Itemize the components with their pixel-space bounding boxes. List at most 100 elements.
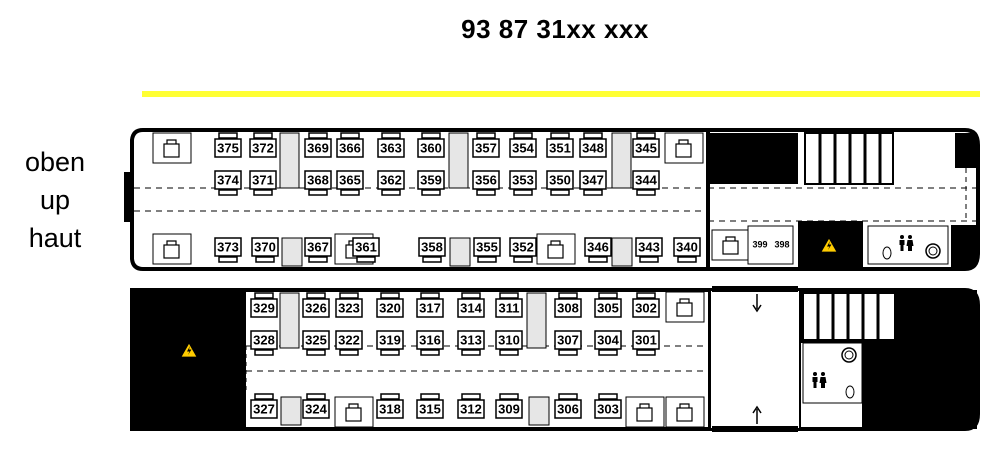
seat-number: 351 <box>549 140 571 155</box>
seat-358[interactable]: 358 <box>418 237 446 263</box>
seat-number: 345 <box>635 140 657 155</box>
seat-367[interactable]: 367 <box>304 237 332 263</box>
seat-number: 327 <box>253 401 275 416</box>
seat-number: 303 <box>597 401 619 416</box>
seat-361[interactable]: 361 <box>352 237 380 263</box>
seat-number: 307 <box>557 332 579 347</box>
seat-372[interactable]: 372 <box>249 132 277 158</box>
seat-number: 347 <box>582 172 604 187</box>
table <box>448 132 469 189</box>
seat-344[interactable]: 344 <box>632 170 660 196</box>
seat-number: 356 <box>475 172 497 187</box>
seat-323[interactable]: 323 <box>335 292 363 318</box>
seat-318[interactable]: 318 <box>376 393 404 419</box>
seat-317[interactable]: 317 <box>416 292 444 318</box>
seat-number: 313 <box>460 332 482 347</box>
seat-302[interactable]: 302 <box>632 292 660 318</box>
luggage-rack-icon <box>152 132 192 164</box>
seat-326[interactable]: 326 <box>302 292 330 318</box>
luggage-rack-icon <box>664 132 704 164</box>
seat-314[interactable]: 314 <box>457 292 485 318</box>
seat-306[interactable]: 306 <box>554 393 582 419</box>
seat-355[interactable]: 355 <box>473 237 501 263</box>
seat-366[interactable]: 366 <box>336 132 364 158</box>
seat-370[interactable]: 370 <box>251 237 279 263</box>
seat-number: 325 <box>305 332 327 347</box>
space-box <box>747 225 794 265</box>
seat-number: 346 <box>587 239 609 254</box>
seat-375[interactable]: 375 <box>214 132 242 158</box>
seat-373[interactable]: 373 <box>214 237 242 263</box>
seat-309[interactable]: 309 <box>495 393 523 419</box>
seat-304[interactable]: 304 <box>594 330 622 356</box>
seat-348[interactable]: 348 <box>579 132 607 158</box>
seat-356[interactable]: 356 <box>472 170 500 196</box>
seat-number: 368 <box>307 172 329 187</box>
seat-352[interactable]: 352 <box>509 237 537 263</box>
seat-346[interactable]: 346 <box>584 237 612 263</box>
seat-number: 374 <box>217 172 239 187</box>
seat-329[interactable]: 329 <box>250 292 278 318</box>
seat-369[interactable]: 369 <box>304 132 332 158</box>
seat-308[interactable]: 308 <box>554 292 582 318</box>
seat-305[interactable]: 305 <box>594 292 622 318</box>
table <box>281 237 303 267</box>
seat-327[interactable]: 327 <box>250 393 278 419</box>
seat-374[interactable]: 374 <box>214 170 242 196</box>
seat-301[interactable]: 301 <box>632 330 660 356</box>
seat-319[interactable]: 319 <box>376 330 404 356</box>
space-398: 398 <box>774 239 789 249</box>
seat-362[interactable]: 362 <box>377 170 405 196</box>
door-arrow-icon <box>752 294 762 424</box>
seat-371[interactable]: 371 <box>249 170 277 196</box>
seat-363[interactable]: 363 <box>377 132 405 158</box>
table <box>611 132 632 189</box>
seat-312[interactable]: 312 <box>457 393 485 419</box>
seat-368[interactable]: 368 <box>304 170 332 196</box>
seat-number: 308 <box>557 300 579 315</box>
seat-325[interactable]: 325 <box>302 330 330 356</box>
seat-360[interactable]: 360 <box>417 132 445 158</box>
seat-350[interactable]: 350 <box>546 170 574 196</box>
seat-320[interactable]: 320 <box>376 292 404 318</box>
seat-365[interactable]: 365 <box>336 170 364 196</box>
seat-number: 310 <box>498 332 520 347</box>
toilet <box>867 225 949 265</box>
seat-number: 301 <box>635 332 657 347</box>
seat-357[interactable]: 357 <box>472 132 500 158</box>
luggage-rack-icon <box>625 396 665 428</box>
seat-number: 304 <box>597 332 619 347</box>
accent-line <box>142 91 980 97</box>
seat-number: 370 <box>254 239 276 254</box>
level-label-de: oben <box>24 147 86 177</box>
seat-328[interactable]: 328 <box>250 330 278 356</box>
seat-345[interactable]: 345 <box>632 132 660 158</box>
seat-322[interactable]: 322 <box>335 330 363 356</box>
seat-number: 344 <box>635 172 657 187</box>
seat-number: 365 <box>339 172 361 187</box>
seat-354[interactable]: 354 <box>509 132 537 158</box>
seat-340[interactable]: 340 <box>673 237 701 263</box>
seat-351[interactable]: 351 <box>546 132 574 158</box>
seat-353[interactable]: 353 <box>509 170 537 196</box>
level-label-en: up <box>39 185 71 215</box>
seat-307[interactable]: 307 <box>554 330 582 356</box>
seat-310[interactable]: 310 <box>495 330 523 356</box>
seat-315[interactable]: 315 <box>416 393 444 419</box>
seat-number: 324 <box>305 401 327 416</box>
seat-347[interactable]: 347 <box>579 170 607 196</box>
seat-311[interactable]: 311 <box>495 292 523 318</box>
toilet <box>802 342 863 404</box>
seat-359[interactable]: 359 <box>417 170 445 196</box>
seat-316[interactable]: 316 <box>416 330 444 356</box>
seat-324[interactable]: 324 <box>302 393 330 419</box>
seat-343[interactable]: 343 <box>635 237 663 263</box>
table <box>279 292 300 349</box>
seat-number: 306 <box>557 401 579 416</box>
seat-number: 312 <box>460 401 482 416</box>
seat-313[interactable]: 313 <box>457 330 485 356</box>
seat-number: 362 <box>380 172 402 187</box>
luggage-rack-icon <box>334 396 374 428</box>
seat-303[interactable]: 303 <box>594 393 622 419</box>
